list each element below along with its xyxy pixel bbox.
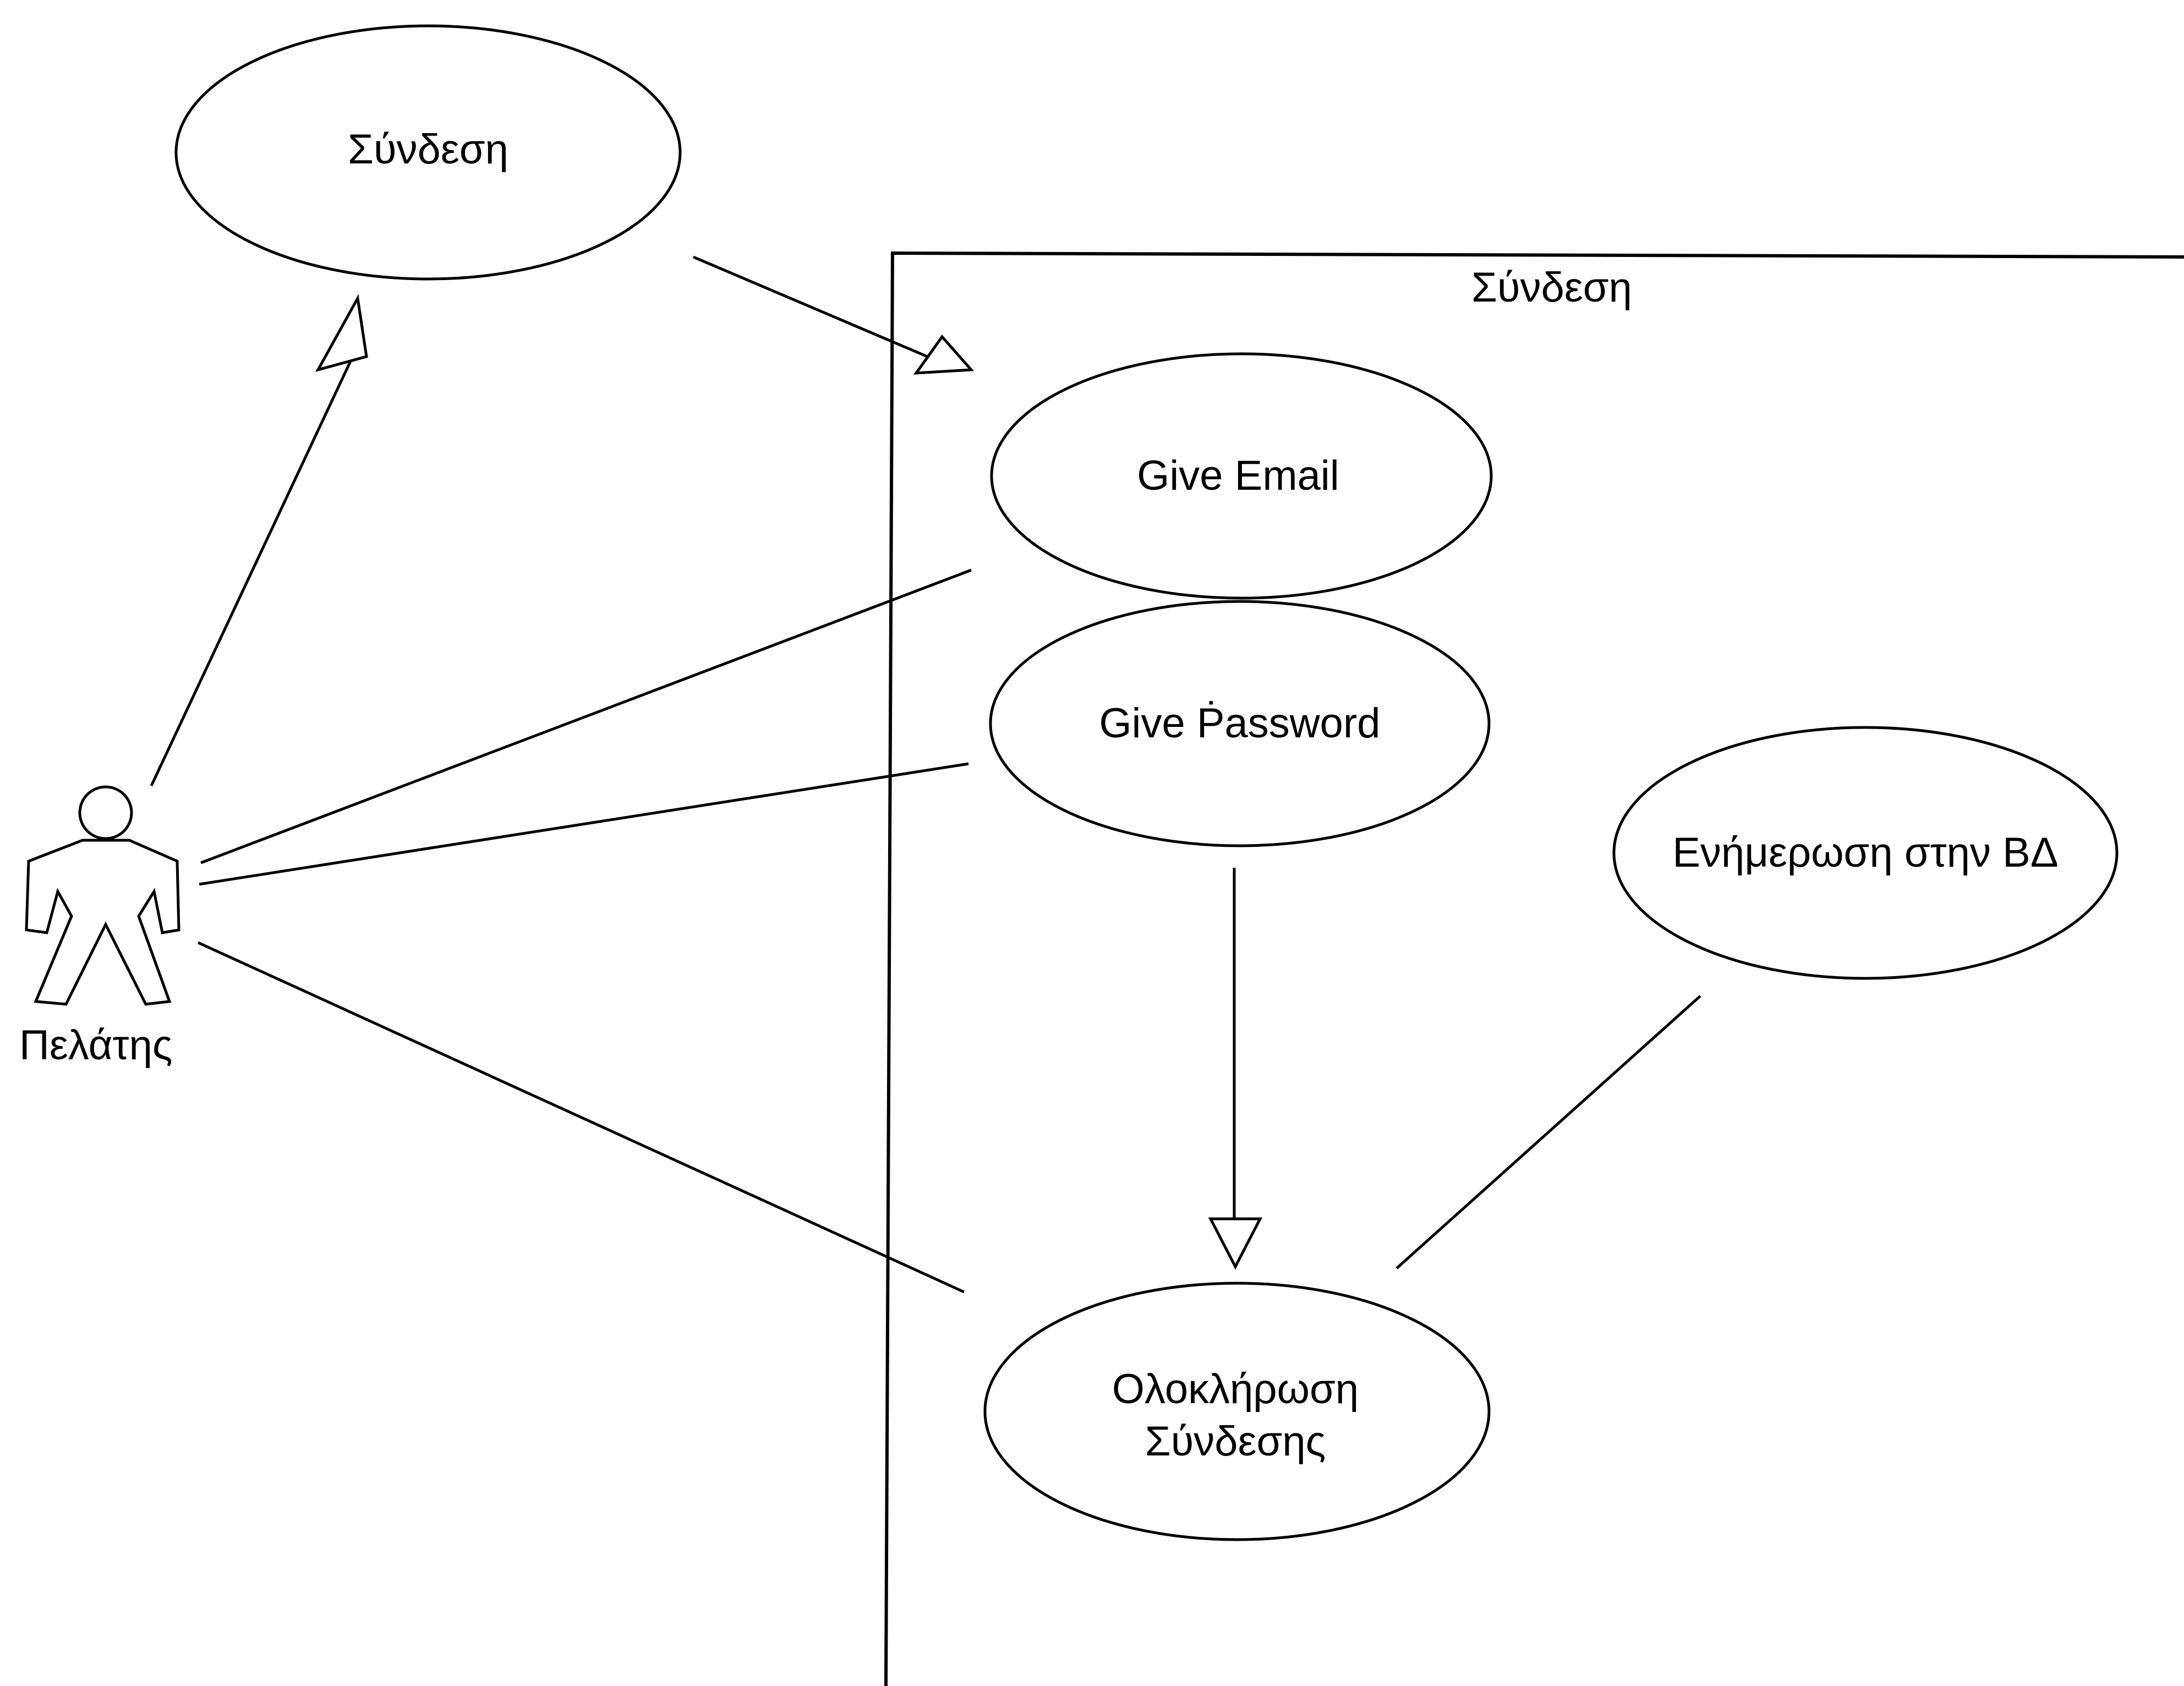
use-case-give-email[interactable]: Give Email (990, 352, 1493, 600)
use-case-give-email-ellipse (990, 352, 1493, 600)
association-actor-give-password (199, 762, 969, 886)
use-case-top-login-label: Σύνδεση (348, 126, 508, 173)
use-case-give-password-ellipse (989, 600, 1491, 847)
use-case-update-db-ellipse (1612, 726, 2119, 980)
system-boundary-frame (884, 251, 2184, 1686)
use-case-top-login[interactable]: Σύνδεση (174, 24, 682, 281)
use-case-complete-login[interactable]: Ολοκλήρωση Σύνδεσης (983, 1282, 1491, 1541)
use-case-complete-login-ellipse (983, 1282, 1491, 1541)
use-case-give-email-label: Give Email (1137, 452, 1339, 499)
system-boundary-title: Σύνδεση (1471, 264, 1632, 311)
association-actor-give-email (200, 568, 972, 864)
use-case-update-db-label: Ενήμερωση στην ΒΔ (1672, 829, 2058, 876)
use-case-give-password[interactable]: Give Ṗassword (989, 600, 1491, 847)
use-case-complete-login-label-line2: Σύνδεσης (1145, 1418, 1326, 1465)
actor-customer[interactable]: Πελάτης (19, 785, 180, 1069)
generalization-login-to-system (693, 255, 930, 359)
use-case-update-db[interactable]: Ενήμερωση στην ΒΔ (1612, 726, 2119, 980)
use-case-top-login-ellipse (174, 24, 682, 281)
generalization-actor-to-login (150, 357, 354, 787)
association-update-db-complete (1395, 995, 1701, 1269)
generalization-arrowhead-system (913, 334, 975, 375)
association-actor-complete-login (197, 941, 965, 1294)
generalization-arrowhead-top (315, 294, 368, 372)
actor-body (25, 839, 180, 1006)
actor-head (78, 785, 133, 840)
actor-label: Πελάτης (19, 1022, 172, 1069)
relation-arrowhead-complete (1208, 1217, 1263, 1270)
use-case-give-password-label: Give Ṗassword (1099, 700, 1380, 747)
use-case-complete-login-label-line1: Ολοκλήρωση (1112, 1366, 1359, 1413)
